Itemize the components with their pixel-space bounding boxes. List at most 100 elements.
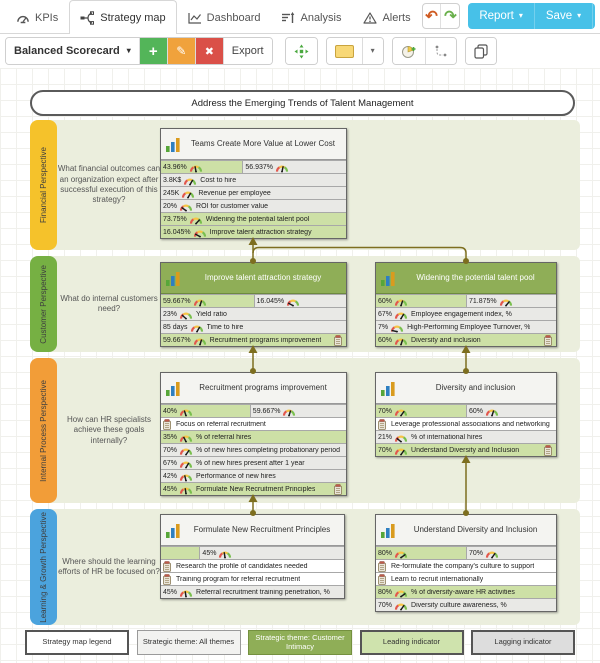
kpi-row[interactable]: 70% % of new hires completing probationa… [161,443,346,456]
goal-header[interactable]: Diversity and inclusion [376,373,556,404]
add-kpi-pie-icon [401,45,416,58]
goal-header[interactable]: Understand Diversity and Inclusion [376,515,556,546]
kpi-row[interactable]: 45% Referral recruitment training penetr… [161,585,344,598]
kpi-row[interactable]: 73.75% Widening the potential talent poo… [161,212,346,225]
internal-goal-right[interactable]: Diversity and inclusion 70% 60% Leverage… [375,372,557,457]
kpi-split-row[interactable]: 80% 70% [376,546,556,559]
kpi-split-row[interactable]: 59.667% 16.045% [161,294,346,307]
customer-goal-left[interactable]: Improve talent attraction strategy 59.66… [160,262,347,347]
kpi-row[interactable]: 80% % of diversity-aware HR activities [376,585,556,598]
gauge-icon [275,165,289,173]
kpi-row[interactable]: 60% Diversity and inclusion [376,333,556,346]
kpi-row[interactable]: 70% Understand Diversity and Inclusion [376,443,556,456]
redo-button[interactable]: ↷ [440,4,459,28]
kpi-progress-cell[interactable] [161,547,200,559]
perspective-tab-3[interactable]: Learning & Growth Perspective [30,509,57,625]
initiative-row[interactable]: Re-formulate the company's culture to su… [376,559,556,572]
shape-style-caret-button[interactable]: ▾ [361,38,383,64]
perspective-tab-1[interactable]: Customer Perspective [30,256,57,352]
kpi-split-row[interactable]: 60% 71.875% [376,294,556,307]
kpi-chart-icon [166,137,180,152]
kpi-row[interactable]: 21% % of international hires [376,430,556,443]
learning-goal-left[interactable]: Formulate New Recruitment Principles 45%… [160,514,345,599]
financial-goal[interactable]: Teams Create More Value at Lower Cost 43… [160,128,347,239]
learning-goal-right[interactable]: Understand Diversity and Inclusion 80% 7… [375,514,557,612]
goal-header[interactable]: Improve talent attraction strategy [161,263,346,294]
add-kpi-button[interactable] [392,38,425,64]
kpi-row[interactable]: 70% Diversity culture awareness, % [376,598,556,611]
strategy-banner[interactable]: Address the Emerging Trends of Talent Ma… [30,90,575,116]
auto-layout-button[interactable] [285,38,317,64]
goal-header[interactable]: Widening the potential talent pool [376,263,556,294]
kpi-progress-cell[interactable]: 40% [161,405,250,417]
kpi-row[interactable]: 3.8K$ Cost to hire [161,173,346,186]
kpi-split-row[interactable]: 70% 60% [376,404,556,417]
kpi-progress-cell[interactable]: 45% [199,547,344,559]
shape-style-button[interactable] [326,38,362,64]
goal-header[interactable]: Teams Create More Value at Lower Cost [161,129,346,160]
kpi-row[interactable]: 67% Employee engagement index, % [376,307,556,320]
perspective-tab-0[interactable]: Financial Perspective [30,120,57,250]
edit-button[interactable]: ✎ [166,38,195,64]
kpi-progress-cell[interactable]: 60% [466,405,556,417]
kpi-progress-cell[interactable]: 59.667% [249,405,346,417]
gauge-icon [391,325,404,333]
kpi-progress-cell[interactable]: 56.937% [242,161,346,173]
copy-button[interactable] [465,38,496,64]
legend-strategic-theme-customer-intimacy: Strategic theme: Customer Intimacy [248,630,352,655]
kpi-progress-cell[interactable]: 80% [376,547,466,559]
kpi-progress-cell[interactable]: 16.045% [253,295,346,307]
kpi-row[interactable]: 16.045% Improve talent attraction strate… [161,225,346,238]
tab-kpis[interactable]: KPIs [5,2,69,33]
export-button[interactable]: Export [222,38,272,64]
kpi-split-row[interactable]: 45% [161,546,344,559]
gauge-icon [394,435,408,443]
kpi-split-row[interactable]: 43.96% 56.937% [161,160,346,173]
initiative-row[interactable]: Learn to recruit internationally [376,572,556,585]
goal-header[interactable]: Recruitment programs improvement [161,373,346,404]
kpi-progress-cell[interactable]: 71.875% [466,295,556,307]
internal-goal-left[interactable]: Recruitment programs improvement 40% 59.… [160,372,347,496]
kpi-row[interactable]: 45% Formulate New Recruitment Principles [161,482,346,495]
kpi-row[interactable]: 23% Yield ratio [161,307,346,320]
perspective-question-1: What do internal customers need? [60,293,158,313]
kpi-row[interactable]: 42% Performance of new hires [161,469,346,482]
kpi-row[interactable]: 20% ROI for customer value [161,199,346,212]
kpi-progress-cell[interactable]: 60% [376,295,466,307]
initiative-row[interactable]: Training program for referral recruitmen… [161,572,344,585]
initiative-row[interactable]: Leverage professional associations and n… [376,417,556,430]
kpi-row[interactable]: 59.667% Recruitment programs improvement [161,333,346,346]
report-menu-button[interactable]: Report▾ [468,3,534,29]
tab-alerts[interactable]: Alerts [352,2,421,33]
kpi-row[interactable]: 85 days Time to hire [161,320,346,333]
save-menu-button[interactable]: Save▾ [533,3,593,29]
kpi-progress-cell[interactable]: 43.96% [161,161,243,173]
initiative-row[interactable]: Focus on referral recruitment [161,417,346,430]
goal-header[interactable]: Formulate New Recruitment Principles [161,515,344,546]
gauge-icon [179,204,193,212]
map-toolbar: Balanced Scorecard▾ + ✎ ✖ Export ▾ [0,34,600,68]
kpi-row[interactable]: 67% % of new hires present after 1 year [161,456,346,469]
perspective-tab-2[interactable]: Internal Process Perspective [30,358,57,503]
add-connection-button[interactable] [424,38,456,64]
customer-goal-right[interactable]: Widening the potential talent pool 60% 7… [375,262,557,347]
scorecard-select[interactable]: Balanced Scorecard▾ [6,38,139,64]
kpi-row[interactable]: 7% High-Performing Employee Turnover, % [376,320,556,333]
kpi-progress-cell[interactable]: 70% [466,547,556,559]
add-button[interactable]: + [138,38,167,64]
tab-strategy-map[interactable]: Strategy map [69,0,177,34]
kpi-progress-cell[interactable]: 70% [376,405,466,417]
initiative-row[interactable]: Research the profile of candidates neede… [161,559,344,572]
perspective-question-0: What financial outcomes can an organizat… [57,164,161,205]
kpi-row[interactable]: 245K Revenue per employee [161,186,346,199]
tools-menu-button[interactable]: Tools▾ [592,3,595,29]
tab-dashboard[interactable]: Dashboard [177,2,272,33]
undo-button[interactable]: ↶ [423,4,441,28]
delete-button[interactable]: ✖ [194,38,223,64]
kpi-split-row[interactable]: 40% 59.667% [161,404,346,417]
gauge-icon [179,474,193,482]
kpi-row[interactable]: 35% % of referral hires [161,430,346,443]
kpi-progress-cell[interactable]: 59.667% [161,295,254,307]
gauge-icon [394,551,408,559]
tab-analysis[interactable]: Analysis [271,2,352,33]
